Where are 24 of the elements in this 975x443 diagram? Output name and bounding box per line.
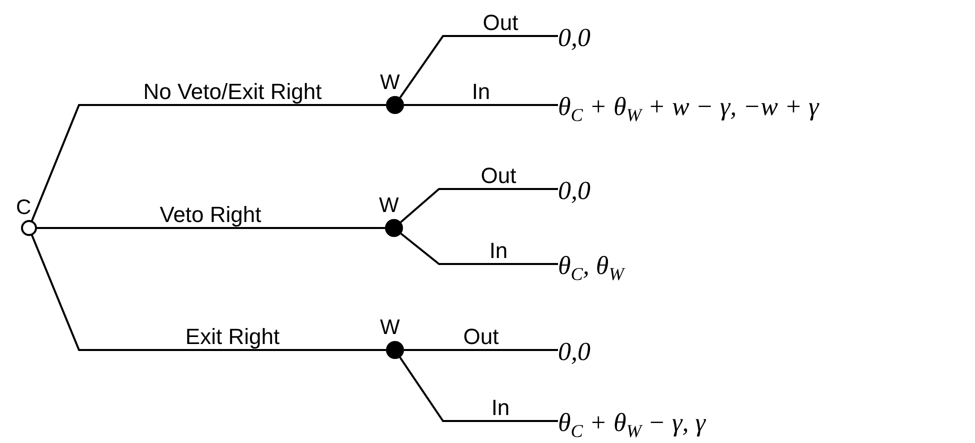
player-label: W: [380, 317, 400, 339]
player-label: W: [379, 195, 399, 217]
branch-line: [399, 35, 558, 98]
branch-line: [400, 232, 558, 265]
branch-line: [404, 349, 558, 351]
branch-line: [30, 104, 386, 222]
decision-node-dot: [384, 218, 404, 238]
decision-node-dot: [385, 95, 405, 115]
decision-node-dot: [385, 340, 405, 360]
open-node-circle: [21, 220, 37, 236]
player-label: C: [16, 197, 32, 219]
branch-line: [399, 356, 558, 422]
payoff-text: 0,0: [558, 176, 590, 206]
branch-line: [400, 188, 558, 223]
payoff-text: θ$_{C}$ + θ$_{W}$ + w − γ, −w + γ: [558, 92, 819, 130]
edge-label: Veto Right: [158, 203, 264, 227]
payoff-text: 0,0: [558, 23, 590, 53]
branch-line: [36, 227, 385, 229]
payoff-text: θ$_{C}$ + θ$_{W}$ − γ, γ: [558, 408, 706, 443]
branch-line: [404, 104, 558, 106]
player-label: W: [380, 72, 400, 94]
branch-line: [30, 234, 386, 351]
payoff-text: θ$_{C}$, θ$_{W}$: [558, 251, 624, 290]
payoff-text: 0,0: [558, 337, 590, 367]
